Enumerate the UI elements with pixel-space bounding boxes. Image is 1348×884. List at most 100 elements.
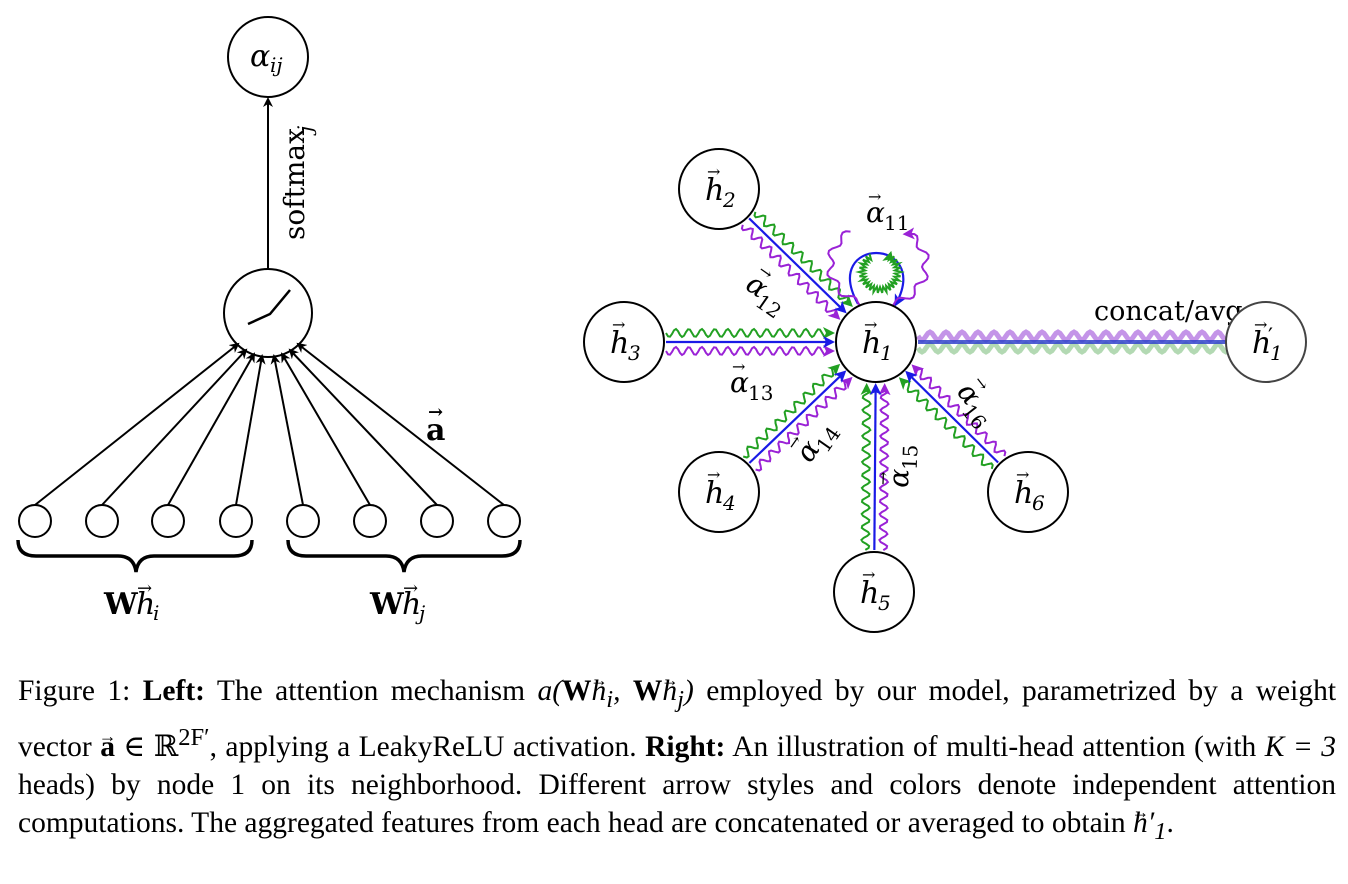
head-purple-edge bbox=[665, 345, 827, 357]
svg-text:2: 2 bbox=[722, 188, 736, 212]
svg-text:h: h bbox=[402, 587, 421, 622]
head-green-edge bbox=[665, 327, 827, 339]
svg-text:11: 11 bbox=[884, 211, 909, 235]
alpha-ij-subscript: ij bbox=[270, 53, 283, 77]
svg-text:→: → bbox=[873, 471, 892, 485]
vector-arrow-icon: → bbox=[1016, 465, 1029, 484]
aggregate-arrow bbox=[915, 329, 1250, 355]
input-arrow bbox=[235, 354, 266, 506]
head-blue-edge bbox=[869, 382, 882, 551]
input-node bbox=[353, 504, 387, 538]
svg-text:5: 5 bbox=[878, 591, 891, 615]
input-node bbox=[420, 504, 454, 538]
svg-text:1: 1 bbox=[1270, 341, 1283, 365]
softmax-subscript: j bbox=[293, 126, 317, 136]
input-arrow bbox=[34, 342, 240, 506]
input-node bbox=[219, 504, 253, 538]
input-node bbox=[18, 504, 52, 538]
self-loop-blue bbox=[849, 252, 906, 307]
svg-text:→: → bbox=[732, 357, 745, 376]
caption-right-math-1: K = 3 bbox=[1264, 730, 1337, 763]
caption-right-math-2: h′1 bbox=[1133, 807, 1167, 845]
head-blue-edge bbox=[748, 370, 847, 464]
input-node bbox=[286, 504, 320, 538]
svg-text:15: 15 bbox=[898, 444, 923, 470]
head-green-edge bbox=[906, 380, 994, 470]
node-h2: h→2 bbox=[678, 148, 760, 230]
left-brace bbox=[16, 539, 254, 573]
left-panel: α ij softmax j a → W h → i W h → bbox=[16, 16, 522, 625]
group-label-wh-j: W h → j bbox=[369, 578, 425, 625]
figure-caption: Figure 1: Left: The attention mechanism … bbox=[18, 672, 1336, 851]
node-h3: h→3 bbox=[583, 301, 665, 383]
weight-vector-arrow-icon: → bbox=[428, 402, 443, 423]
vector-arrow-icon: → bbox=[1254, 315, 1267, 334]
node-h1: h→1 bbox=[835, 301, 917, 383]
attention-label-14: →α14 bbox=[782, 422, 845, 468]
input-node bbox=[151, 504, 185, 538]
input-node bbox=[487, 504, 521, 538]
caption-end: . bbox=[1166, 806, 1174, 839]
head-blue-edge bbox=[748, 217, 847, 314]
svg-text:′: ′ bbox=[1268, 325, 1273, 350]
head-green-edge bbox=[860, 391, 872, 551]
head-purple-edge bbox=[755, 380, 847, 472]
input-arrow bbox=[101, 348, 248, 506]
aggregate-label: concat/avg bbox=[1094, 296, 1243, 327]
svg-text:3: 3 bbox=[628, 341, 641, 365]
input-arrow bbox=[288, 348, 438, 506]
group-label-wh-i: W h → i bbox=[103, 578, 159, 625]
svg-text:13: 13 bbox=[748, 381, 773, 405]
head-purple-edge bbox=[740, 224, 837, 313]
input-arrow bbox=[270, 354, 304, 506]
svg-text:→: → bbox=[868, 187, 881, 206]
head-green-edge bbox=[753, 211, 850, 301]
vector-arrow-icon: → bbox=[707, 465, 720, 484]
caption-right-text-2: heads) by node 1 on its neighborhood. Di… bbox=[18, 768, 1336, 839]
node-h6: h→6 bbox=[987, 451, 1069, 533]
attention-edges bbox=[665, 211, 1007, 551]
input-arrow bbox=[296, 342, 505, 506]
caption-left-text-3: , applying a LeakyReLU activation. bbox=[209, 730, 637, 763]
right-brace bbox=[286, 539, 522, 573]
input-arrow bbox=[167, 352, 255, 506]
svg-text:W: W bbox=[369, 587, 405, 622]
head-green-arrowhead bbox=[860, 382, 873, 395]
vector-arrow-icon: → bbox=[864, 315, 877, 334]
alpha-ij-symbol: α bbox=[250, 39, 270, 74]
right-heading: Right: bbox=[645, 730, 726, 763]
vector-arrow-icon: → bbox=[862, 565, 875, 584]
svg-text:4: 4 bbox=[722, 491, 736, 515]
svg-text:α: α bbox=[866, 196, 885, 229]
svg-text:1: 1 bbox=[880, 341, 893, 365]
svg-text:h: h bbox=[860, 576, 879, 611]
head-blue-edge bbox=[905, 370, 999, 464]
head-purple-edge bbox=[878, 391, 890, 551]
softmax-text: softmax bbox=[278, 128, 311, 240]
self-loop-green bbox=[855, 250, 905, 296]
vector-arrow-icon: → bbox=[707, 162, 720, 181]
head-purple-arrowhead bbox=[878, 383, 891, 396]
vector-arrow-icon: → bbox=[403, 578, 418, 599]
input-nodes bbox=[18, 342, 521, 538]
attention-label-15: →α15 bbox=[873, 444, 923, 488]
head-purple-edge bbox=[919, 367, 1007, 457]
svg-text:h: h bbox=[1014, 476, 1033, 511]
caption-left-math-2: a ∈ ℝ2F′ bbox=[100, 724, 209, 763]
caption-left-text-1: The attention mechanism bbox=[216, 675, 526, 707]
svg-text:6: 6 bbox=[1032, 491, 1045, 515]
svg-text:j: j bbox=[415, 601, 425, 625]
svg-text:α: α bbox=[730, 366, 749, 399]
graph-nodes: h→1h→2h→3h→4h→5h→6h→′1 bbox=[583, 148, 1307, 633]
input-arrow bbox=[280, 352, 371, 506]
svg-text:h: h bbox=[705, 476, 724, 511]
left-heading: Left: bbox=[142, 675, 205, 707]
caption-left-text-2: employed by our model, parametrized by a… bbox=[18, 675, 1337, 763]
attention-label-16: →α16 bbox=[950, 372, 993, 434]
figure-diagram: α ij softmax j a → W h → i W h → bbox=[16, 16, 1307, 633]
vector-arrow-icon: → bbox=[612, 315, 625, 334]
softmax-label: softmax j bbox=[278, 126, 317, 240]
svg-text:h: h bbox=[705, 173, 724, 208]
